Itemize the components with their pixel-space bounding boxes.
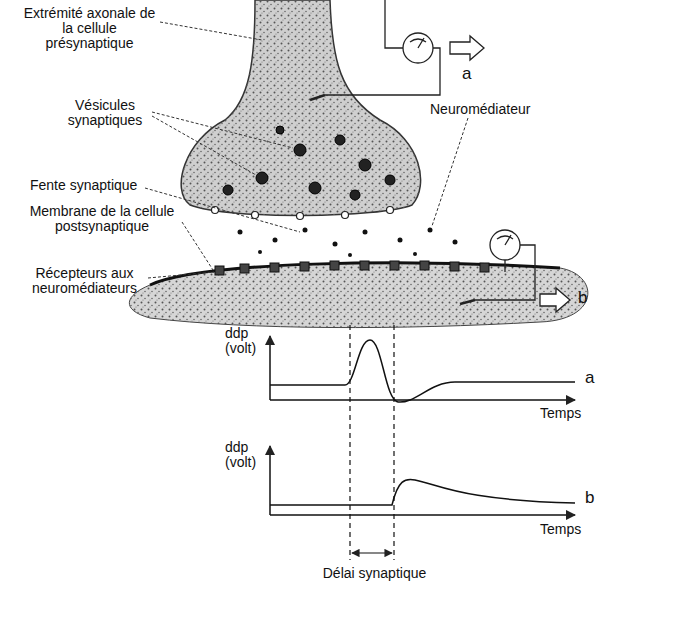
axis-label: ddp (volt) [225,440,267,470]
graph-a [270,336,575,402]
graph-b [270,446,575,515]
part-label: Récepteurs aux neuromédiateurs [22,266,147,296]
electrode-letter: b [578,290,598,305]
axis-label: Temps [540,522,600,537]
part-label: Fente synaptique [30,178,145,193]
delay-label: Délai synaptique [312,566,437,581]
open-vesicles [212,207,394,220]
part-label: Vésicules synaptiques [60,98,150,128]
voltmeter-a [310,0,484,100]
electrode-letter: a [462,66,482,81]
part-label: Extrémité axonale de la cellule présynap… [22,6,157,51]
graph-letter: b [585,490,605,505]
graph-letter: a [585,370,605,385]
receptors [215,261,489,275]
part-label: Neuromédiateur [430,102,550,117]
postsynaptic-cell [129,263,588,328]
part-label: Membrane de la cellule postsynaptique [22,204,182,234]
axon-terminal [181,0,420,216]
axis-label: ddp (volt) [225,326,267,356]
neurotransmitter-molecules [238,228,458,258]
synaptic-delay-marks [350,325,394,560]
axis-label: Temps [540,406,600,421]
voltmeter-b [460,230,570,312]
leader-lines [145,22,468,278]
